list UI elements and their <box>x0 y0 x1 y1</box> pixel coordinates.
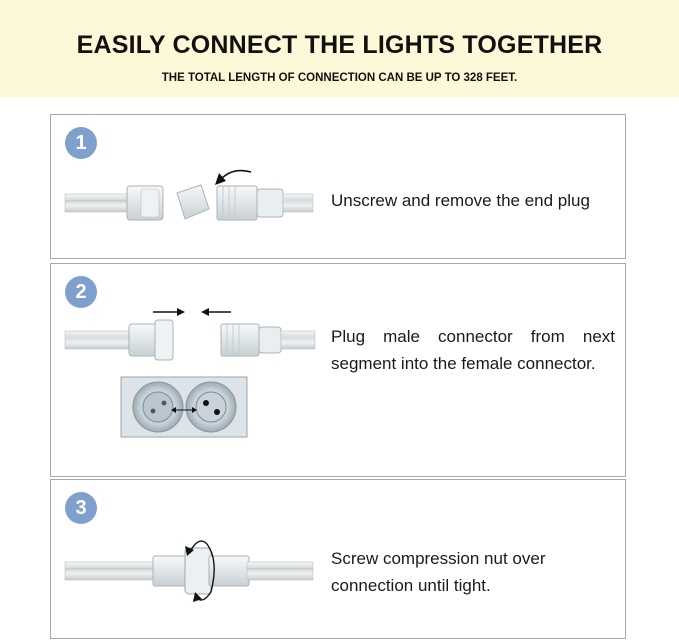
page-title: EASILY CONNECT THE LIGHTS TOGETHER <box>76 31 603 59</box>
step-3-panel: 3 Screw compression nut ov <box>50 479 626 639</box>
plug-in-illustration <box>64 308 316 438</box>
step-number-badge: 3 <box>65 492 97 524</box>
step-number-badge: 2 <box>65 276 97 308</box>
header-banner: EASILY CONNECT THE LIGHTS TOGETHER THE T… <box>0 0 679 97</box>
step-1-panel: 1 <box>50 114 626 259</box>
step-caption: Screw compression nut over connection un… <box>331 549 546 595</box>
step-caption: Unscrew and remove the end plug <box>331 191 590 210</box>
page-subtitle: THE TOTAL LENGTH OF CONNECTION CAN BE UP… <box>161 72 518 84</box>
screw-nut-illustration <box>64 540 314 602</box>
end-plug-illustration <box>64 169 314 221</box>
step-2-panel: 2 <box>50 263 626 477</box>
step-caption: Plug male connector from next segment in… <box>331 327 615 373</box>
step-number-badge: 1 <box>65 127 97 159</box>
